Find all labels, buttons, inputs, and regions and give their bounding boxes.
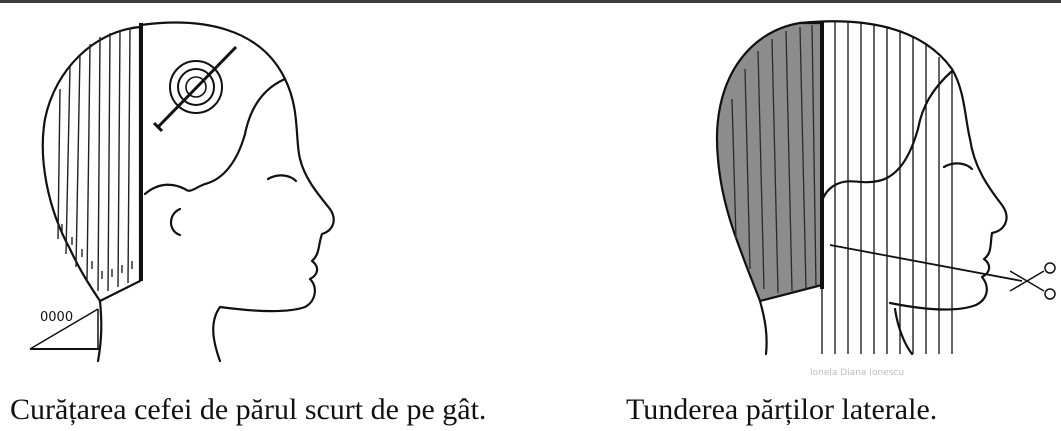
watermark-text: Ionela Diana Ionescu <box>810 368 904 378</box>
back-hair-section <box>43 27 140 301</box>
neck-back-right <box>760 301 767 354</box>
comb-icon <box>154 47 236 131</box>
figure-neck-cleanup: 0000 <box>0 9 500 389</box>
hairline-curve <box>145 79 285 194</box>
scissors-icon <box>1010 263 1055 299</box>
eye-right <box>944 163 972 169</box>
neck-front-right <box>895 309 912 354</box>
head-top-outline-right <box>800 21 970 139</box>
ear <box>171 209 180 235</box>
figure-side-trimming: Ionela Diana Ionescu <box>560 9 1060 389</box>
clipper-label: 0000 <box>40 310 73 325</box>
back-hair-shaded <box>717 23 822 301</box>
head-top-outline <box>141 23 300 159</box>
head-profile-illustration-right: Ionela Diana Ionescu <box>560 9 1060 389</box>
caption-side-trimming: Tunderea părților laterale. <box>626 389 937 431</box>
vertical-guide-lines <box>822 21 952 354</box>
head-profile-illustration-left: 0000 <box>0 9 500 389</box>
caption-neck-cleanup: Curățarea cefei de părul scurt de pe gât… <box>10 389 486 431</box>
eye <box>268 175 296 181</box>
face-profile <box>213 159 333 361</box>
clipper-guard-icon: 0000 <box>30 309 100 349</box>
